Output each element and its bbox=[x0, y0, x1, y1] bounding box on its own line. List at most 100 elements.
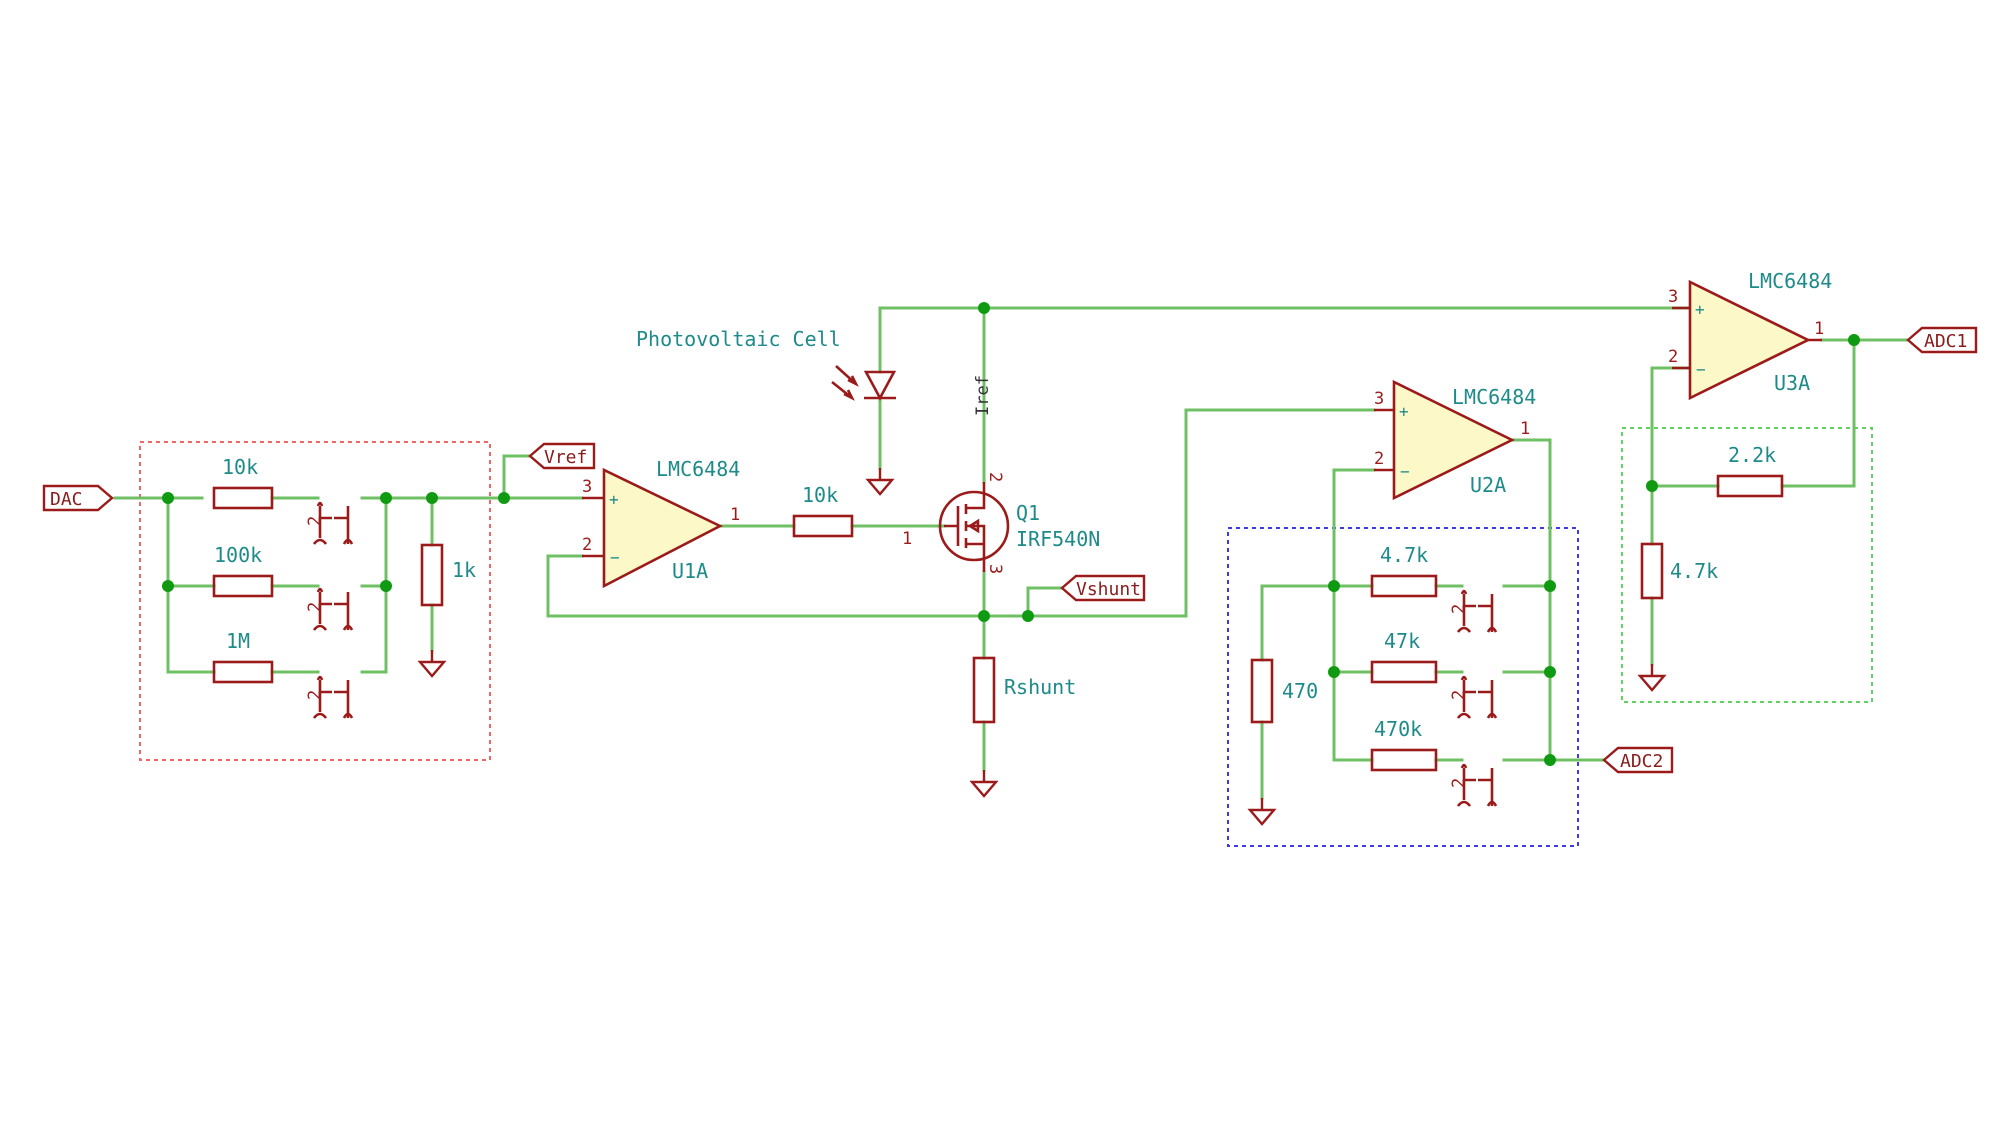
ground-symbol bbox=[970, 768, 998, 798]
resistor-4k7-value: 4.7k bbox=[1380, 543, 1428, 567]
q1-pin1: 1 bbox=[902, 529, 912, 549]
opamp-u3: + − 3 2 1 LMC6484 U3A bbox=[1668, 269, 1832, 401]
junction-dot bbox=[380, 580, 392, 592]
resistor-2k2-value: 2.2k bbox=[1728, 443, 1776, 467]
u1-part: LMC6484 bbox=[656, 457, 740, 481]
dac-net-text: DAC bbox=[50, 489, 83, 510]
junction-dot bbox=[978, 610, 990, 622]
junction-dot bbox=[1544, 754, 1556, 766]
q1-ref: Q1 bbox=[1016, 501, 1040, 525]
vref-net-text: Vref bbox=[544, 447, 587, 468]
u2-pin2: 2 bbox=[1374, 449, 1384, 469]
u1-pin1: 1 bbox=[730, 505, 740, 525]
u3-part: LMC6484 bbox=[1748, 269, 1832, 293]
switch-6-pin: 2 bbox=[1449, 778, 1469, 788]
ground-symbol bbox=[1638, 662, 1666, 692]
junction-dot bbox=[1646, 480, 1658, 492]
ground-symbol bbox=[418, 648, 446, 678]
u1-minus: − bbox=[610, 548, 620, 567]
shunt-gain-network: 470 4.7k 47k 470k 2 2 2 bbox=[1248, 543, 1498, 826]
resistor-470 bbox=[1250, 658, 1274, 724]
u2-minus: − bbox=[1400, 462, 1410, 481]
switch-5-pin: 2 bbox=[1449, 690, 1469, 700]
junction-dot bbox=[380, 492, 392, 504]
u3-pin2: 2 bbox=[1668, 347, 1678, 367]
opamp-u1: + − 3 2 1 LMC6484 U1A bbox=[582, 457, 740, 589]
junction-dot bbox=[426, 492, 438, 504]
resistor-rshunt bbox=[972, 656, 996, 724]
resistor-470-value: 470 bbox=[1282, 679, 1318, 703]
junction-dot bbox=[1022, 610, 1034, 622]
q1-pin2: 2 bbox=[985, 472, 1005, 482]
resistor-gate-10k bbox=[792, 514, 854, 538]
resistor-1k bbox=[420, 543, 444, 607]
junction-dot bbox=[498, 492, 510, 504]
resistor-gate-value: 10k bbox=[802, 483, 838, 507]
u2-part: LMC6484 bbox=[1452, 385, 1536, 409]
input-divider: 10k 100k 1M 2 2 2 1k bbox=[212, 455, 476, 720]
junctions bbox=[162, 302, 1860, 766]
u3-pin3: 3 bbox=[1668, 287, 1678, 307]
u1-pin2: 2 bbox=[582, 535, 592, 555]
junction-dot bbox=[1328, 580, 1340, 592]
vshunt-net-label: Vshunt bbox=[1060, 574, 1146, 602]
resistor-4k7-u3 bbox=[1640, 542, 1664, 600]
u3-ref: U3A bbox=[1774, 371, 1810, 395]
junction-dot bbox=[162, 580, 174, 592]
resistor-10k-value: 10k bbox=[222, 455, 258, 479]
u1-plus: + bbox=[609, 490, 619, 509]
adc2-net-text: ADC2 bbox=[1620, 751, 1663, 772]
resistor-470k bbox=[1370, 748, 1438, 772]
u2-plus: + bbox=[1399, 402, 1409, 421]
resistor-1k-value: 1k bbox=[452, 558, 476, 582]
wires bbox=[113, 306, 1910, 800]
vshunt-net-text: Vshunt bbox=[1076, 579, 1141, 600]
resistor-1m bbox=[212, 660, 274, 684]
q1-pin3: 3 bbox=[985, 564, 1005, 574]
u1-ref: U1A bbox=[672, 559, 708, 583]
junction-dot bbox=[978, 302, 990, 314]
switch-2-pin: 2 bbox=[305, 602, 325, 612]
resistor-100k bbox=[212, 574, 274, 598]
mosfet-q1: 1 2 3 Q1 IRF540N Iref bbox=[902, 375, 1100, 574]
resistor-4k7 bbox=[1370, 574, 1438, 598]
switch-3-pin: 2 bbox=[305, 690, 325, 700]
adc1-net-text: ADC1 bbox=[1924, 331, 1967, 352]
u3-pin1: 1 bbox=[1814, 319, 1824, 339]
u2-pin1: 1 bbox=[1520, 419, 1530, 439]
junction-dot bbox=[1328, 666, 1340, 678]
opamp-u2: + − 3 2 1 LMC6484 U2A bbox=[1374, 379, 1536, 501]
switch-1-pin: 2 bbox=[305, 516, 325, 526]
ground-symbol bbox=[866, 466, 894, 496]
junction-dot bbox=[1544, 666, 1556, 678]
adc2-net-label: ADC2 bbox=[1602, 746, 1674, 774]
pv-cell-label: Photovoltaic Cell bbox=[636, 327, 841, 351]
u2-pin3: 3 bbox=[1374, 389, 1384, 409]
pv-gain-box bbox=[1621, 427, 1873, 703]
shunt-gain-box bbox=[1227, 527, 1579, 847]
input-divider-box bbox=[139, 441, 491, 761]
q1-part: IRF540N bbox=[1016, 527, 1100, 551]
u3-minus: − bbox=[1696, 360, 1706, 379]
resistor-1m-value: 1M bbox=[226, 629, 250, 653]
u3-plus: + bbox=[1695, 300, 1705, 319]
junction-dot bbox=[1848, 334, 1860, 346]
resistor-10k bbox=[212, 486, 274, 510]
photovoltaic-cell: Photovoltaic Cell bbox=[636, 327, 897, 496]
dac-net-label: DAC bbox=[42, 484, 114, 512]
resistor-47k-value: 47k bbox=[1384, 629, 1420, 653]
resistor-4k7-u3-value: 4.7k bbox=[1670, 559, 1718, 583]
vref-net-label: Vref bbox=[528, 442, 596, 470]
resistor-100k-value: 100k bbox=[214, 543, 262, 567]
resistor-47k bbox=[1370, 660, 1438, 684]
resistor-470k-value: 470k bbox=[1374, 717, 1422, 741]
u1-pin3: 3 bbox=[582, 477, 592, 497]
junction-dot bbox=[162, 492, 174, 504]
switch-4-pin: 2 bbox=[1449, 604, 1469, 614]
ground-symbol bbox=[1248, 796, 1276, 826]
rshunt-label: Rshunt bbox=[1004, 675, 1076, 699]
junction-dot bbox=[1544, 580, 1556, 592]
adc1-net-label: ADC1 bbox=[1906, 326, 1978, 354]
resistor-2k2 bbox=[1716, 474, 1784, 498]
